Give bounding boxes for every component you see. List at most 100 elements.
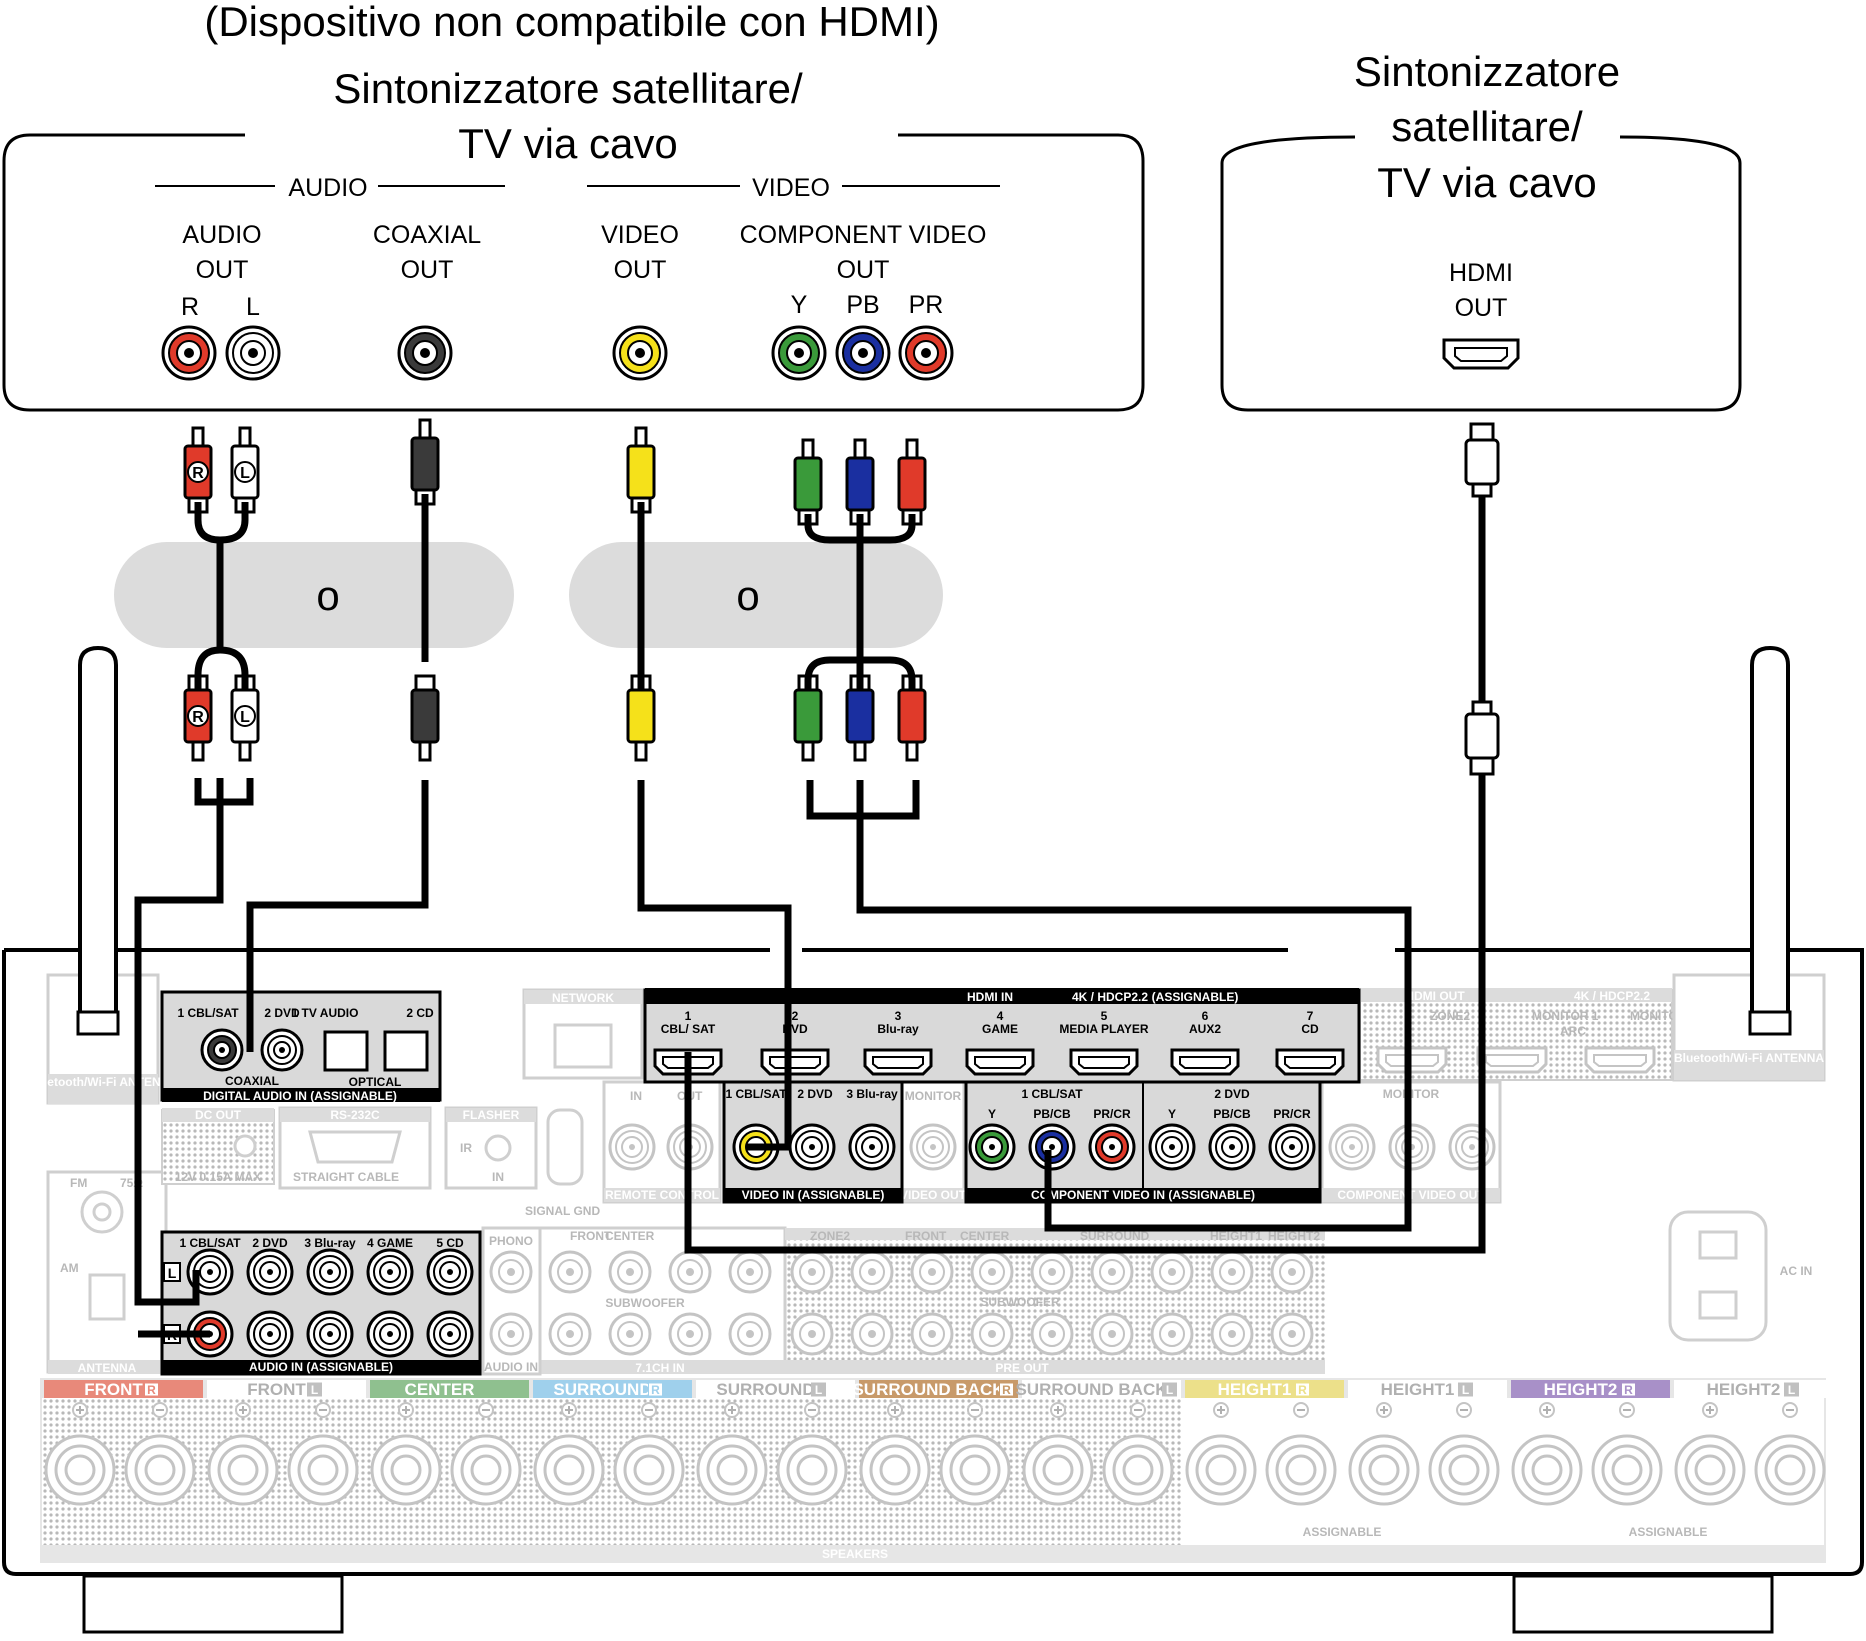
pre-out-jack-top-3[interactable] bbox=[970, 1250, 1014, 1294]
pre-out-jack-top-7[interactable] bbox=[1210, 1250, 1254, 1294]
phono-jack-r[interactable] bbox=[489, 1312, 533, 1356]
speaker-post-1-minus[interactable] bbox=[124, 1402, 196, 1506]
monitor-video-out-jack[interactable] bbox=[909, 1123, 957, 1171]
source-audio-l-jack[interactable] bbox=[225, 325, 281, 381]
component-in-1-pr[interactable] bbox=[1088, 1123, 1136, 1171]
digital-coaxial-in-2[interactable] bbox=[260, 1028, 304, 1072]
pre-out-jack-bottom-7[interactable] bbox=[1210, 1312, 1254, 1356]
receiver-hdmi-out-port-1[interactable] bbox=[1376, 1046, 1448, 1074]
pre-out-jack-bottom-0[interactable] bbox=[790, 1312, 834, 1356]
speaker-post-6-minus[interactable] bbox=[939, 1402, 1011, 1506]
ch71-jack-top-3[interactable] bbox=[728, 1250, 772, 1294]
audio-in-4-r[interactable] bbox=[366, 1310, 414, 1358]
component-in-2-y[interactable] bbox=[1148, 1123, 1196, 1171]
speaker-label-1: FRONT bbox=[84, 1380, 143, 1399]
audio-in-5-r[interactable] bbox=[426, 1310, 474, 1358]
speaker-post-10-minus[interactable] bbox=[1591, 1402, 1663, 1506]
component-in-2-pb[interactable] bbox=[1208, 1123, 1256, 1171]
pre-out-jack-bottom-5[interactable] bbox=[1090, 1312, 1134, 1356]
speaker-side-box-4 bbox=[648, 1382, 663, 1397]
audio-in-2-l[interactable] bbox=[246, 1248, 294, 1296]
pre-out-jack-top-5[interactable] bbox=[1090, 1250, 1134, 1294]
pre-out-jack-top-8[interactable] bbox=[1270, 1250, 1314, 1294]
ch71-jack-bottom-3[interactable] bbox=[728, 1312, 772, 1356]
component-in-1-pb[interactable] bbox=[1028, 1123, 1076, 1171]
pre-out-jack-bottom-3[interactable] bbox=[970, 1312, 1014, 1356]
receiver-hdmi-out-port-3[interactable] bbox=[1584, 1046, 1656, 1074]
pre-out-jack-top-6[interactable] bbox=[1150, 1250, 1194, 1294]
audio-in-2-r[interactable] bbox=[246, 1310, 294, 1358]
phono-jack-l[interactable] bbox=[489, 1250, 533, 1294]
pre-out-jack-bottom-8[interactable] bbox=[1270, 1312, 1314, 1356]
speaker-post-4-plus[interactable] bbox=[533, 1402, 605, 1506]
digital-coaxial-in-1[interactable] bbox=[200, 1028, 244, 1072]
speaker-post-9-minus[interactable] bbox=[1428, 1402, 1500, 1506]
rs232c-port[interactable] bbox=[308, 1130, 402, 1164]
pre-out-jack-bottom-4[interactable] bbox=[1030, 1312, 1074, 1356]
speaker-post-5-minus[interactable] bbox=[776, 1402, 848, 1506]
remote-in-jack[interactable] bbox=[608, 1123, 656, 1171]
speaker-post-6-plus[interactable] bbox=[859, 1402, 931, 1506]
video-in-3-jack[interactable] bbox=[848, 1123, 896, 1171]
pre-out-jack-top-0[interactable] bbox=[790, 1250, 834, 1294]
pre-out-jack-bottom-2[interactable] bbox=[910, 1312, 954, 1356]
speaker-post-8-plus[interactable] bbox=[1185, 1402, 1257, 1506]
optical-in-2[interactable] bbox=[383, 1030, 429, 1072]
hdmi-in-port-2[interactable] bbox=[760, 1048, 830, 1076]
hdmi-in-port-6[interactable] bbox=[1170, 1048, 1240, 1076]
flasher-jack[interactable] bbox=[484, 1134, 512, 1162]
component-in-2-pr[interactable] bbox=[1268, 1123, 1316, 1171]
speaker-post-11-plus[interactable] bbox=[1674, 1402, 1746, 1506]
hdmi-in-port-5[interactable] bbox=[1069, 1048, 1139, 1076]
network-port[interactable] bbox=[553, 1023, 613, 1069]
video-in-2-jack[interactable] bbox=[788, 1123, 836, 1171]
pre-out-jack-bottom-1[interactable] bbox=[850, 1312, 894, 1356]
ch71-jack-top-0[interactable] bbox=[548, 1250, 592, 1294]
speaker-post-3-minus[interactable] bbox=[450, 1402, 522, 1506]
source-component-y-jack[interactable] bbox=[771, 325, 827, 381]
speaker-post-2-plus[interactable] bbox=[207, 1402, 279, 1506]
ch71-jack-bottom-0[interactable] bbox=[548, 1312, 592, 1356]
audio-in-3-r[interactable] bbox=[306, 1310, 354, 1358]
hdmi-in-port-7[interactable] bbox=[1275, 1048, 1345, 1076]
ch71-jack-bottom-1[interactable] bbox=[608, 1312, 652, 1356]
speaker-post-7-minus[interactable] bbox=[1102, 1402, 1174, 1506]
hdmi-in-port-3[interactable] bbox=[863, 1048, 933, 1076]
ch71-jack-top-1[interactable] bbox=[608, 1250, 652, 1294]
receiver-hdmi-out-port-2[interactable] bbox=[1476, 1046, 1548, 1074]
pre-out-jack-top-2[interactable] bbox=[910, 1250, 954, 1294]
component-out-pb[interactable] bbox=[1388, 1123, 1436, 1171]
pre-out-jack-top-4[interactable] bbox=[1030, 1250, 1074, 1294]
ac-in-socket[interactable] bbox=[1668, 1210, 1768, 1342]
dc-out-jack[interactable] bbox=[233, 1134, 257, 1158]
pre-out-jack-top-1[interactable] bbox=[850, 1250, 894, 1294]
speaker-post-4-minus[interactable] bbox=[613, 1402, 685, 1506]
signal-gnd-terminal[interactable] bbox=[546, 1108, 584, 1186]
ch71-jack-bottom-2[interactable] bbox=[668, 1312, 712, 1356]
am-antenna-terminal[interactable] bbox=[88, 1273, 126, 1321]
speaker-post-2-minus[interactable] bbox=[287, 1402, 359, 1506]
audio-in-4-l[interactable] bbox=[366, 1248, 414, 1296]
audio-in-5-l[interactable] bbox=[426, 1248, 474, 1296]
source-video-jack[interactable] bbox=[612, 325, 668, 381]
speaker-post-9-plus[interactable] bbox=[1348, 1402, 1420, 1506]
optical-in-1[interactable] bbox=[323, 1030, 369, 1072]
source-audio-r-jack[interactable] bbox=[161, 325, 217, 381]
audio-in-3-l[interactable] bbox=[306, 1248, 354, 1296]
hdmi-in-port-4[interactable] bbox=[965, 1048, 1035, 1076]
speaker-post-7-plus[interactable] bbox=[1022, 1402, 1094, 1506]
component-out-y[interactable] bbox=[1328, 1123, 1376, 1171]
source-component-pb-jack[interactable] bbox=[835, 325, 891, 381]
speaker-post-11-minus[interactable] bbox=[1754, 1402, 1826, 1506]
pre-out-jack-bottom-6[interactable] bbox=[1150, 1312, 1194, 1356]
source-coaxial-jack[interactable] bbox=[397, 325, 453, 381]
source-component-pr-jack[interactable] bbox=[898, 325, 954, 381]
speaker-post-5-plus[interactable] bbox=[696, 1402, 768, 1506]
speaker-post-1-plus[interactable] bbox=[44, 1402, 116, 1506]
component-out-pr[interactable] bbox=[1448, 1123, 1496, 1171]
speaker-post-10-plus[interactable] bbox=[1511, 1402, 1583, 1506]
component-in-1-y[interactable] bbox=[968, 1123, 1016, 1171]
speaker-post-8-minus[interactable] bbox=[1265, 1402, 1337, 1506]
speaker-post-3-plus[interactable] bbox=[370, 1402, 442, 1506]
ch71-jack-top-2[interactable] bbox=[668, 1250, 712, 1294]
